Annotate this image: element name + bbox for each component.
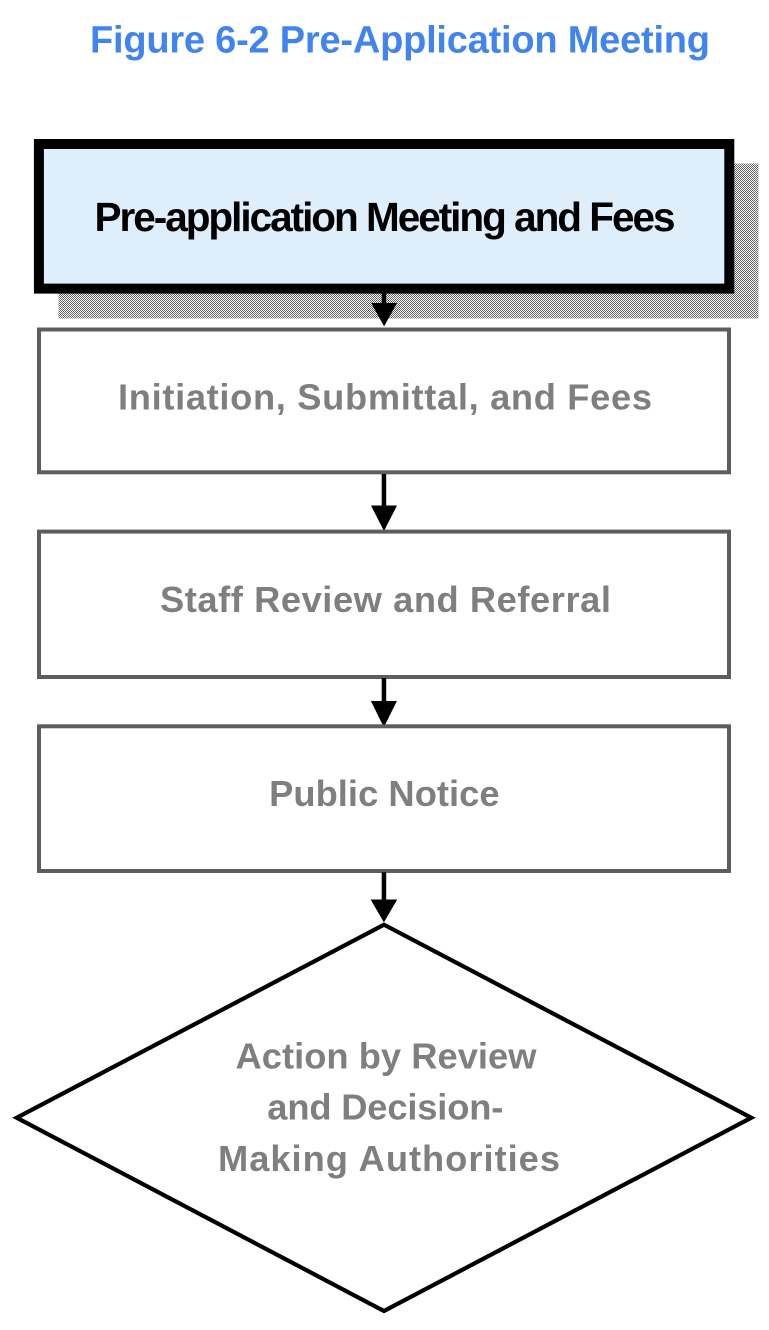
svg-text:Public Notice: Public Notice (269, 773, 499, 814)
svg-text:Action by Review: Action by Review (236, 1035, 538, 1076)
svg-text:Initiation, Submittal, and Fee: Initiation, Submittal, and Fees (118, 377, 652, 418)
svg-text:Figure 6-2 Pre-Application Mee: Figure 6-2 Pre-Application Meeting (90, 20, 710, 62)
svg-text:Staff Review and Referral: Staff Review and Referral (160, 579, 611, 620)
svg-text:and Decision-: and Decision- (267, 1086, 503, 1127)
svg-text:Pre-application Meeting and Fe: Pre-application Meeting and Fees (95, 194, 676, 240)
svg-text:Making Authorities: Making Authorities (218, 1138, 560, 1179)
